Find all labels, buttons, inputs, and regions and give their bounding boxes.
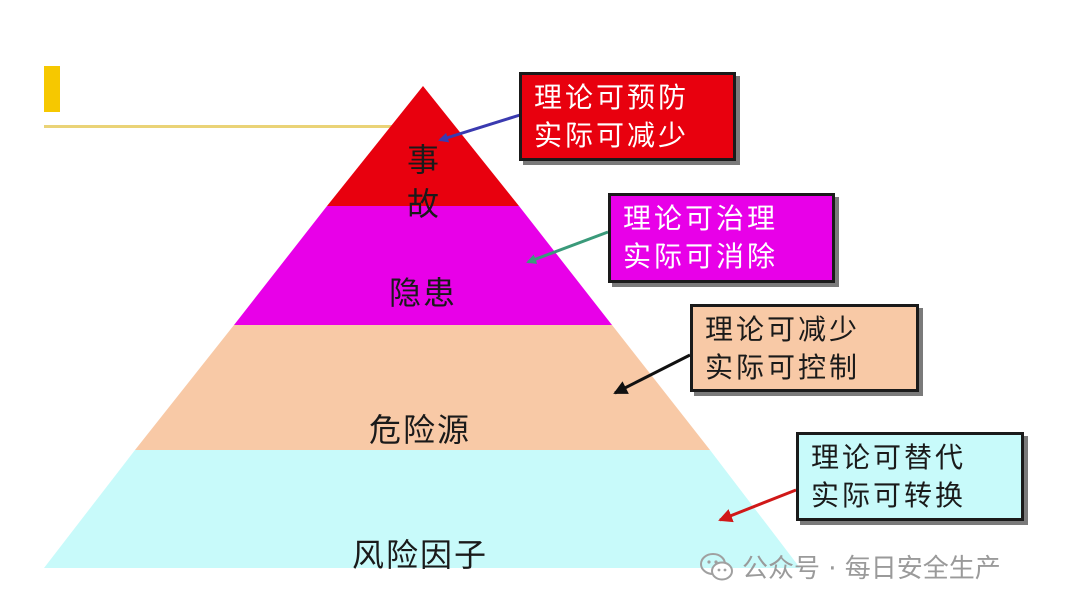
pyramid-layer-risk-factor [44, 450, 800, 568]
note-box-hazard-source-line2: 实际可控制 [705, 351, 861, 384]
watermark: 公众号 · 每日安全生产 [700, 548, 1001, 585]
note-arrow-3 [613, 353, 691, 395]
accent-line [44, 125, 404, 128]
note-box-accident-line2: 实际可减少 [534, 119, 690, 152]
note-box-hazard-source: 理论可减少 实际可控制 [690, 304, 919, 392]
note-box-risk-factor: 理论可替代 实际可转换 [796, 432, 1024, 521]
note-box-accident-line1: 理论可预防 [534, 81, 690, 114]
note-arrow-1 [438, 113, 521, 143]
accent-bar [44, 66, 60, 112]
layer-label-risk-factor: 风险因子 [351, 536, 488, 574]
pyramid-layer-hidden-danger [234, 206, 612, 325]
watermark-text: 公众号 · 每日安全生产 [742, 554, 1001, 584]
pyramid-layer-hazard-source [135, 325, 710, 450]
note-arrow-4 [718, 488, 797, 523]
note-box-risk-factor-line2: 实际可转换 [811, 479, 967, 512]
note-box-hidden-danger: 理论可治理 实际可消除 [608, 193, 835, 283]
note-box-hidden-danger-line1: 理论可治理 [623, 202, 779, 235]
layer-label-hidden-danger: 隐患 [388, 274, 457, 312]
note-box-accident: 理论可预防 实际可减少 [519, 72, 736, 161]
note-arrow-2 [526, 230, 609, 264]
note-box-risk-factor-line1: 理论可替代 [811, 441, 967, 474]
note-box-hidden-danger-line2: 实际可消除 [623, 240, 779, 273]
pyramid-layer-accident [327, 86, 519, 206]
note-box-hazard-source-line1: 理论可减少 [705, 313, 861, 346]
wechat-icon [700, 552, 733, 580]
layer-label-hazard-source: 危险源 [368, 411, 471, 449]
layer-label-accident: 事故 [406, 141, 441, 223]
